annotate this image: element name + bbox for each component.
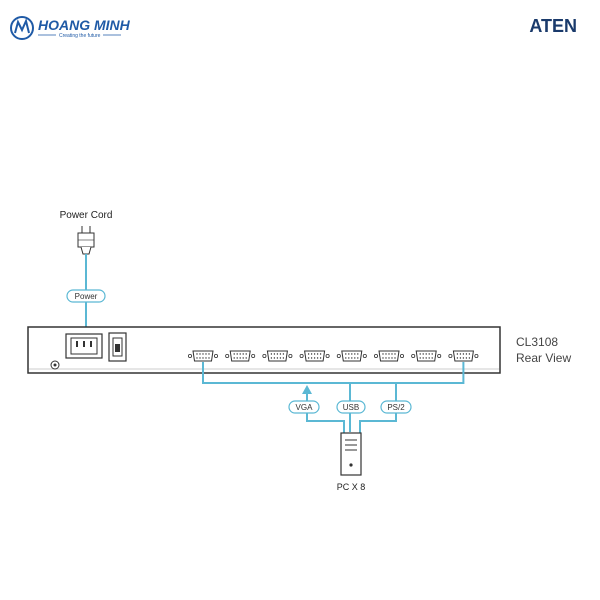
vga-tag-box [288, 400, 320, 414]
device-model-label: CL3108 [516, 335, 558, 349]
db15-port-icon [448, 350, 479, 362]
ps2-cable [359, 383, 397, 445]
db15-port-icon [373, 350, 404, 362]
port-cable-drops [202, 362, 465, 384]
db15-port-icon [336, 350, 367, 362]
usb-tag-box [336, 400, 366, 414]
db15-port-icon [262, 350, 293, 362]
hoang-minh-logo-tagline: Creating the future [59, 33, 101, 39]
power-plug-icon [77, 226, 95, 255]
hoang-minh-emblem-icon [10, 16, 34, 40]
pc-count-label: PC X 8 [337, 482, 366, 492]
ground-screw-icon [50, 360, 60, 370]
db15-port-icon [225, 350, 256, 362]
power-inlet-icon [65, 333, 103, 359]
power-switch [108, 332, 127, 362]
vga-arrow-icon [302, 385, 312, 394]
hoang-minh-emblem-mark [14, 17, 30, 34]
vga-cable [306, 392, 345, 445]
kvm-port-row [187, 350, 479, 362]
hoang-minh-logo: HOANG MINH Creating the future [10, 16, 131, 40]
device-chassis [27, 326, 501, 374]
ps2-tag-box [380, 400, 412, 414]
db15-port-icon [187, 350, 218, 362]
db15-port-icon [299, 350, 330, 362]
device-view-label: Rear View [516, 351, 571, 365]
usb-tag-label: USB [343, 403, 359, 412]
power-tag-box [66, 289, 106, 303]
db15-port-icon [411, 350, 442, 362]
pc-tower-icon [340, 432, 362, 476]
aten-logo: ATEN [529, 16, 577, 36]
ps2-tag-label: PS/2 [387, 403, 405, 412]
power-tag-label: Power [75, 292, 98, 301]
vga-tag-label: VGA [296, 403, 314, 412]
power-cord-label: Power Cord [60, 210, 113, 221]
hoang-minh-logo-name: HOANG MINH [38, 17, 131, 33]
